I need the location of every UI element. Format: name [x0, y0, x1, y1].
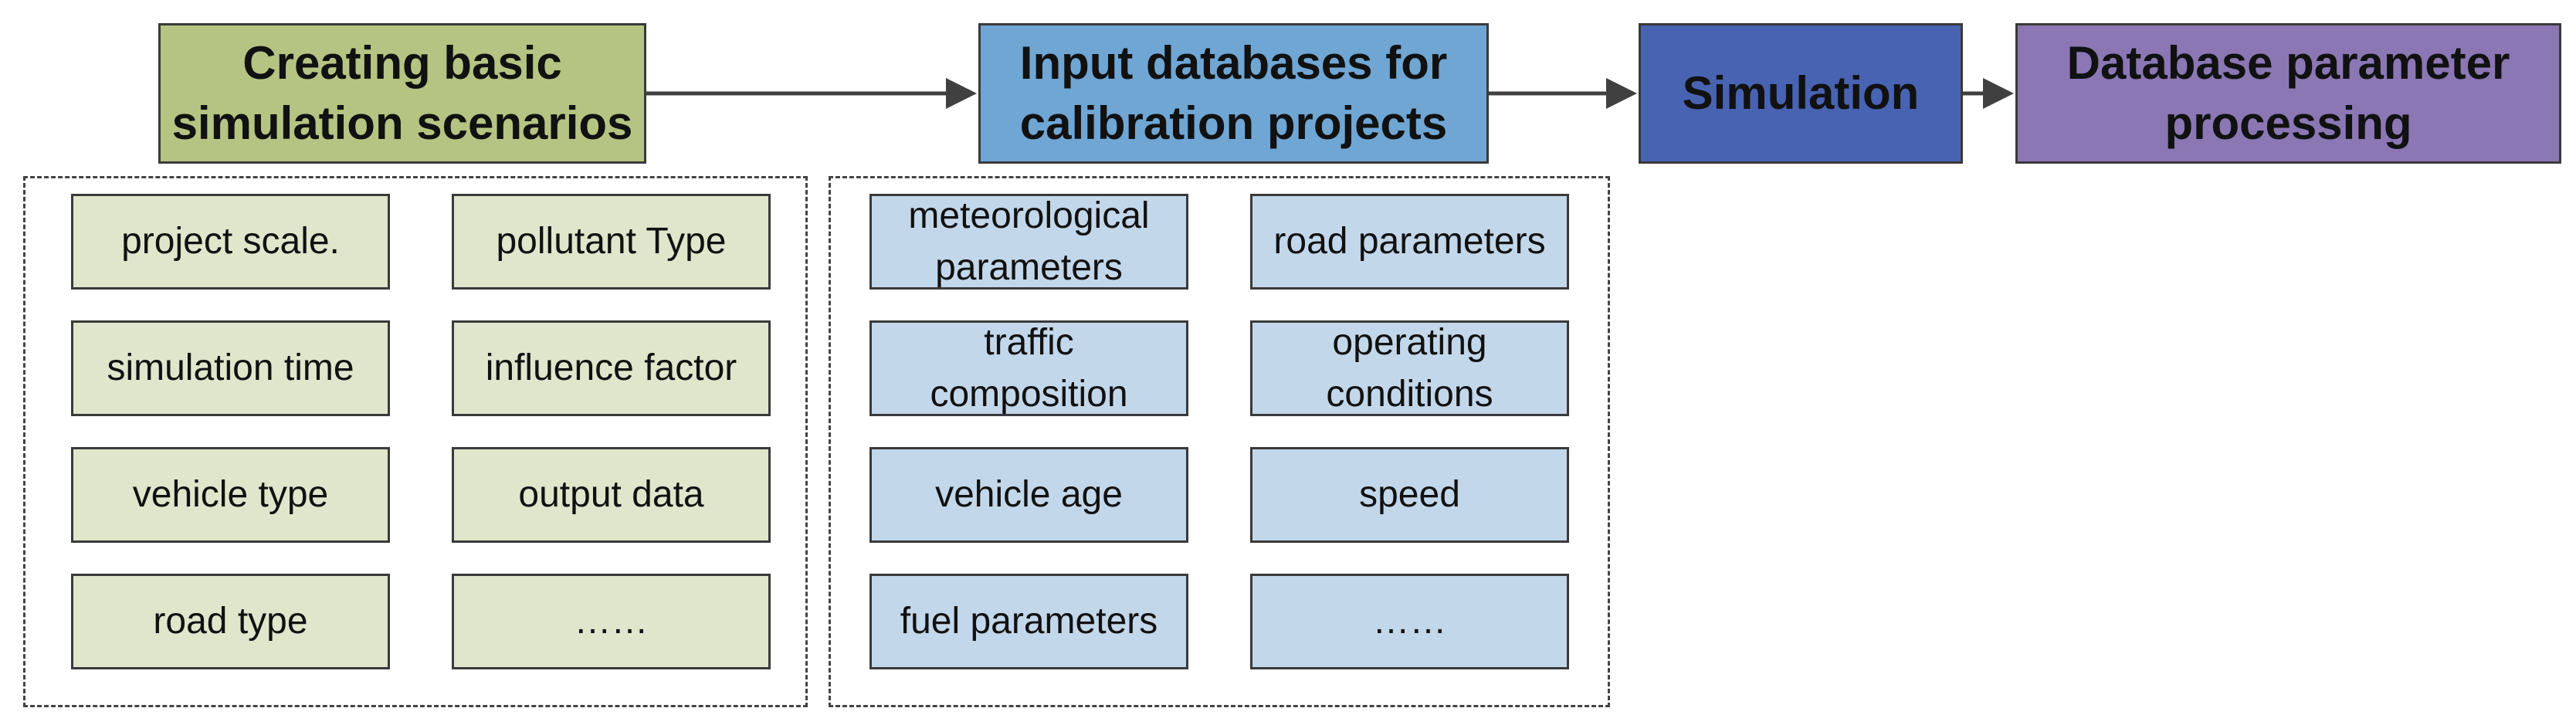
scenario-item: vehicle type	[71, 447, 390, 543]
scenario-item: output data	[452, 447, 771, 543]
scenario-item: project scale.	[71, 194, 390, 290]
arrow-step3-to-step4	[1963, 78, 2014, 109]
step-creating-scenarios: Creating basic simulation scenarios	[158, 23, 646, 164]
scenario-item: road type	[71, 574, 390, 669]
database-item: vehicle age	[869, 447, 1188, 543]
database-item: fuel parameters	[869, 574, 1188, 669]
step-label: Creating basic simulation scenarios	[171, 37, 633, 149]
arrow-step2-to-step3	[1489, 78, 1637, 109]
step-label: Database parameter processing	[2066, 37, 2510, 149]
step-database-processing: Database parameter processing	[2015, 23, 2561, 164]
scenario-item: ……	[452, 574, 771, 669]
scenario-items-group	[23, 176, 808, 707]
database-item: traffic composition	[869, 320, 1188, 416]
database-item: ……	[1250, 574, 1569, 669]
scenario-item: influence factor	[452, 320, 771, 416]
scenario-item: pollutant Type	[452, 194, 771, 290]
database-item: operating conditions	[1250, 320, 1569, 416]
step-input-databases: Input databases for calibration projects	[978, 23, 1489, 164]
database-item: road parameters	[1250, 194, 1569, 290]
database-items-group	[829, 176, 1610, 707]
arrow-step1-to-step2	[646, 78, 977, 109]
scenario-item: simulation time	[71, 320, 390, 416]
step-label: Input databases for calibration projects	[1019, 37, 1448, 149]
database-item: meteorological parameters	[869, 194, 1188, 290]
step-label: Simulation	[1682, 67, 1920, 119]
database-item: speed	[1250, 447, 1569, 543]
step-simulation: Simulation	[1639, 23, 1963, 164]
